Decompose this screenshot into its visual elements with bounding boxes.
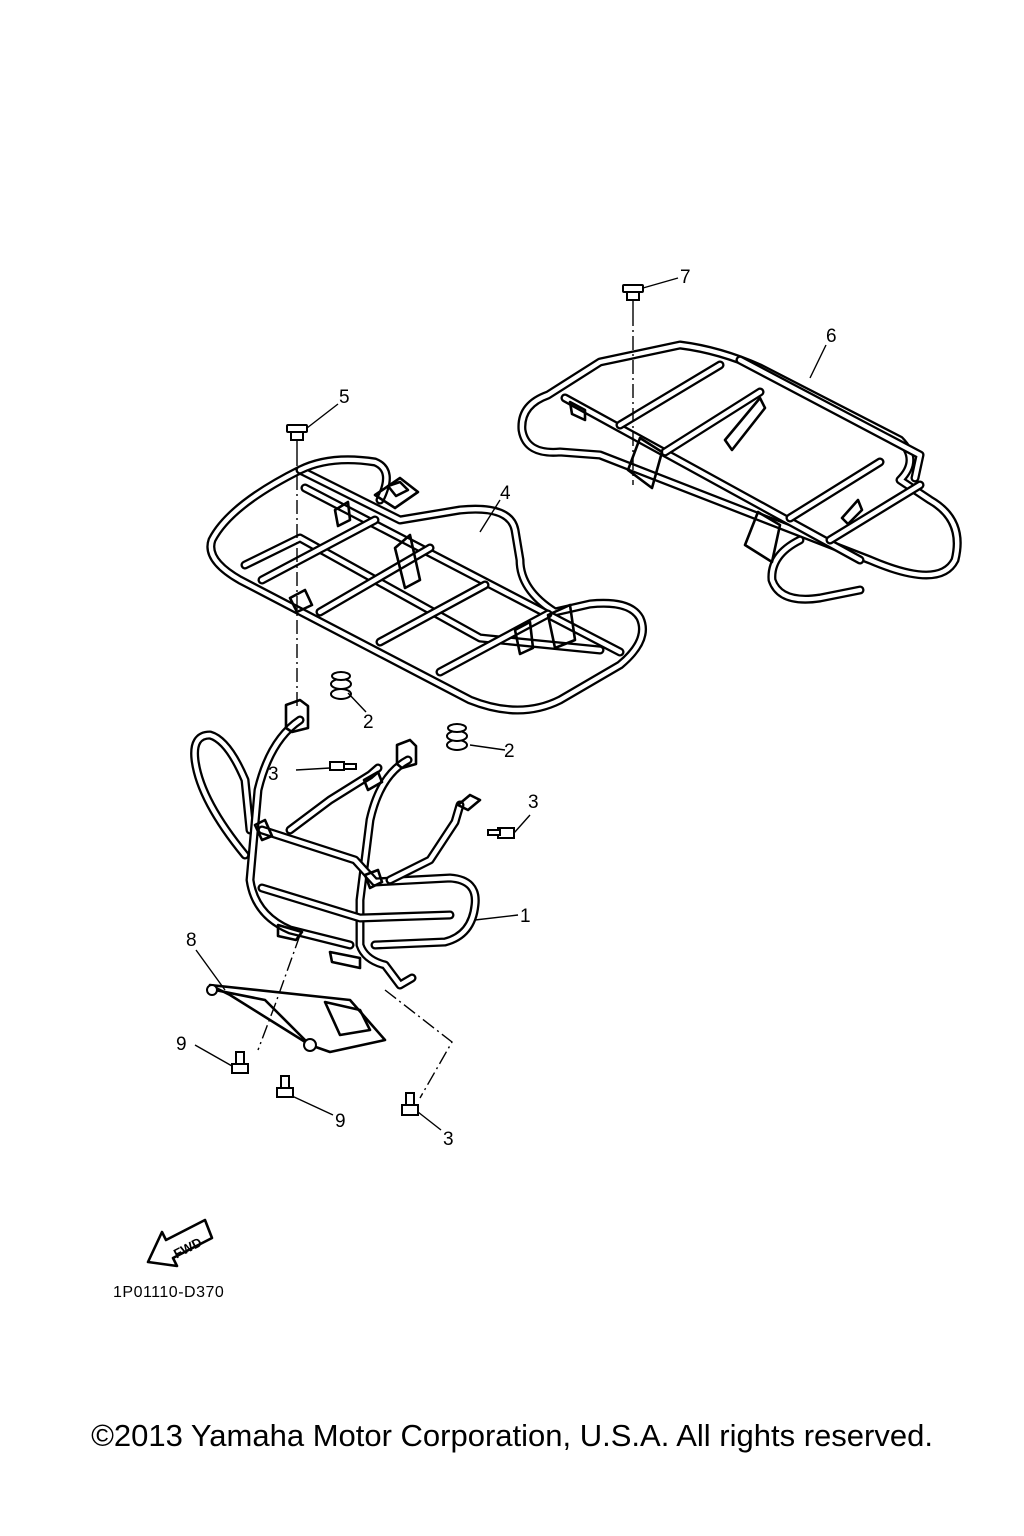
bolt-3-upper bbox=[329, 761, 357, 771]
callout-2-left: 2 bbox=[363, 712, 374, 733]
diagram-code: 1P01110-D370 bbox=[113, 1284, 225, 1301]
copyright-notice: ©2013 Yamaha Motor Corporation, U.S.A. A… bbox=[91, 1418, 933, 1453]
callout-9-left: 9 bbox=[176, 1034, 187, 1055]
bolt-9-right bbox=[276, 1075, 294, 1098]
callout-3-upper: 3 bbox=[268, 764, 279, 785]
bolt-5 bbox=[286, 424, 308, 452]
callout-6: 6 bbox=[826, 326, 837, 347]
bolt-3-lower bbox=[401, 1092, 419, 1116]
callout-9-right: 9 bbox=[335, 1111, 346, 1132]
bolt-9-left bbox=[231, 1051, 249, 1074]
callout-4: 4 bbox=[500, 483, 511, 504]
bolt-7 bbox=[622, 284, 644, 312]
callout-7: 7 bbox=[680, 267, 691, 288]
leader-lines bbox=[194, 277, 827, 1131]
rear-carrier bbox=[517, 340, 962, 604]
grommet-2-left bbox=[330, 671, 352, 700]
callout-5: 5 bbox=[339, 387, 350, 408]
grommet-2-right bbox=[446, 723, 468, 751]
front-carrier bbox=[206, 455, 647, 715]
callout-3-lower: 3 bbox=[443, 1129, 454, 1150]
callout-3-right: 3 bbox=[528, 792, 539, 813]
callout-2-right: 2 bbox=[504, 741, 515, 762]
front-guard bbox=[190, 698, 482, 990]
fwd-label: FWD bbox=[171, 1234, 204, 1261]
assembly-lines bbox=[257, 312, 634, 1099]
fwd-arrow-icon: FWD bbox=[146, 1218, 214, 1268]
callout-1: 1 bbox=[520, 906, 531, 927]
bolt-3-right bbox=[487, 827, 515, 839]
callout-labels: 1 2 2 3 3 3 4 5 6 7 8 9 9 bbox=[176, 267, 837, 1150]
callout-8: 8 bbox=[186, 930, 197, 951]
skid-plate bbox=[206, 983, 387, 1054]
